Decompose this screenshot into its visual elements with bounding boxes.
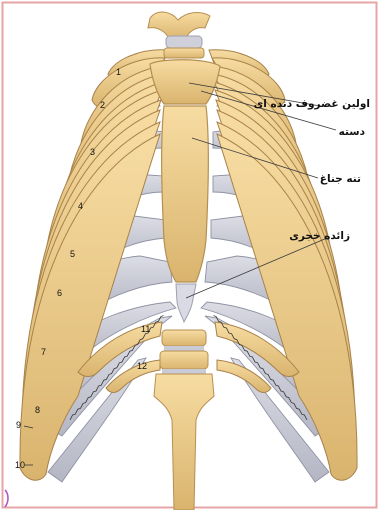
rib-number-6: 6 [57, 288, 62, 298]
rib-number-12: 12 [137, 361, 147, 371]
rib-number-3: 3 [90, 147, 95, 157]
rib-number-7: 7 [41, 347, 46, 357]
rib-number-4: 4 [78, 201, 83, 211]
sternum-body-bone [162, 106, 209, 282]
edge-bracket [5, 490, 8, 507]
rib-number-11: 11 [141, 324, 150, 334]
rib-number-10: 10 [15, 460, 25, 470]
rib-number-5: 5 [70, 249, 75, 259]
rib-number-2: 2 [100, 100, 105, 110]
rib-number-9: 9 [16, 420, 21, 430]
rib-number-1: 1 [116, 67, 121, 77]
manubrium-bone [150, 60, 220, 104]
label-xiphoid-process: زائده خجری [289, 230, 350, 242]
left-ribs [20, 50, 176, 482]
rib-number-8: 8 [35, 405, 40, 415]
xiphoid-process-shape [176, 284, 196, 322]
label-manubrium: دسته [339, 126, 366, 138]
right-ribs [201, 50, 357, 482]
label-sternum-body: تنه جناغ [320, 173, 361, 185]
label-first-costal-cartilage: اولین غضروف دنده ای [254, 98, 370, 110]
